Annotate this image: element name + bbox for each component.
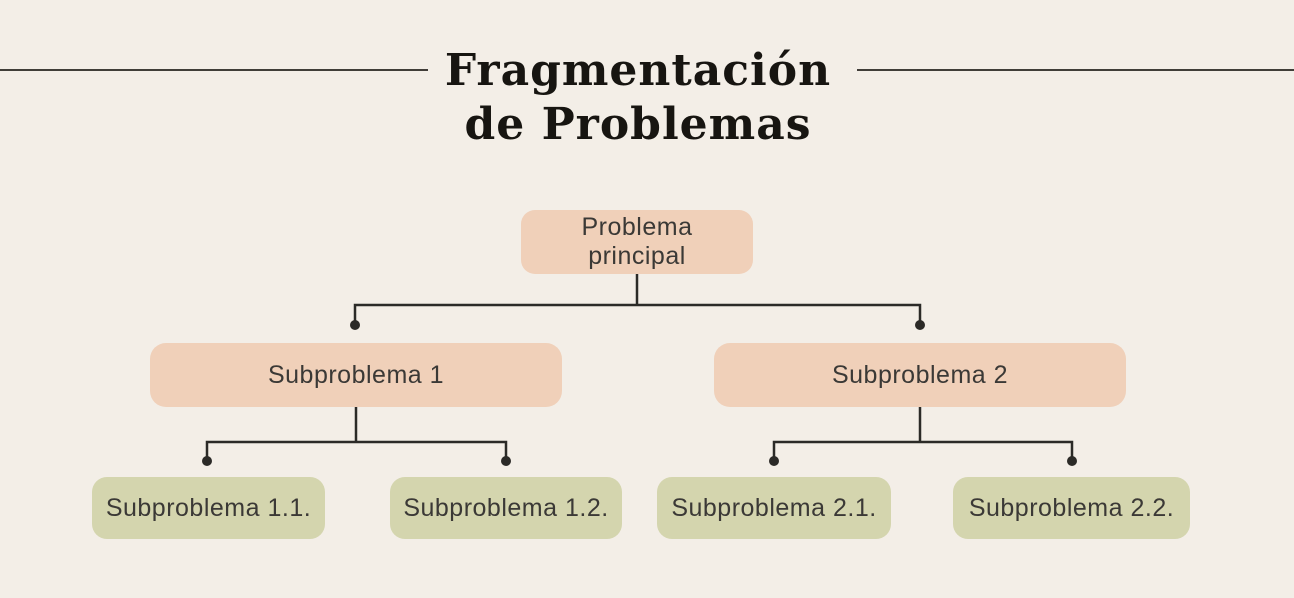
page-title: Fragmentación de Problemas — [288, 44, 988, 152]
connector-level1-bar — [353, 303, 922, 321]
connector-dot — [1067, 456, 1077, 466]
tree-node-subproblema-1: Subproblema 1 — [150, 343, 562, 407]
page-title-line1: Fragmentación — [444, 45, 832, 96]
tree-node-subproblema-2-2: Subproblema 2.2. — [953, 477, 1190, 539]
tree-node-problema-principal: Problema principal — [521, 210, 753, 274]
title-rule-left — [0, 69, 428, 71]
connector-dot — [501, 456, 511, 466]
connector-dot — [915, 320, 925, 330]
tree-node-subproblema-2-1: Subproblema 2.1. — [657, 477, 891, 539]
tree-node-subproblema-1-1: Subproblema 1.1. — [92, 477, 325, 539]
tree-node-subproblema-1-2: Subproblema 1.2. — [390, 477, 622, 539]
tree-node-subproblema-2: Subproblema 2 — [714, 343, 1126, 407]
page-title-line2: de Problemas — [464, 99, 812, 150]
connector-level2-left-bar — [205, 440, 508, 457]
title-rule-right — [857, 69, 1294, 71]
connector-level2-right-bar — [772, 440, 1074, 457]
connector-dot — [350, 320, 360, 330]
connector-dot — [769, 456, 779, 466]
connector-dot — [202, 456, 212, 466]
